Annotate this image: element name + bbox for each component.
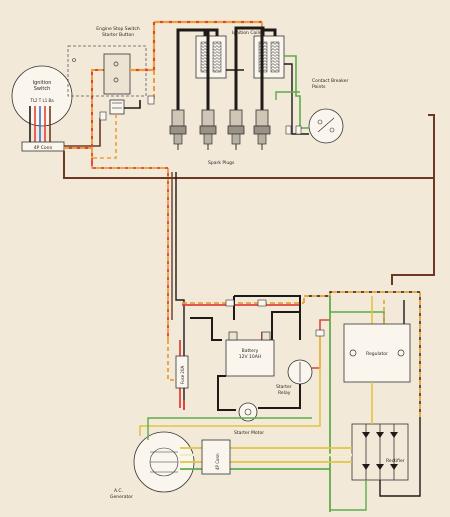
- ac-generator: A.C. Generator: [110, 431, 195, 500]
- connector-4p-top: 4P Conn: [21, 141, 65, 152]
- ignition-switch-terminals: TL2 T L1 Ba: [29, 98, 54, 103]
- ac-generator-label-2: Generator: [110, 494, 133, 500]
- engine-stop-switch-label-2: Starter Button: [102, 32, 134, 38]
- rectifier-label: Rectifier: [386, 458, 405, 464]
- battery-label-1: Battery: [242, 348, 259, 354]
- regulator: Regulator: [343, 323, 411, 383]
- battery-label-2: 12V 10AH: [239, 354, 261, 360]
- ac-generator-label-1: A.C.: [114, 488, 123, 494]
- ignition-switch: Ignition Switch TL2 T L1 Ba: [11, 65, 73, 142]
- engine-stop-switch-label-1: Engine Stop Switch: [96, 26, 140, 32]
- spark-plug-leads: [176, 26, 277, 110]
- battery: Battery 12V 10AH: [225, 331, 275, 377]
- starter-relay-label-2: Relay: [278, 390, 291, 396]
- generator-wires: [139, 330, 421, 511]
- fuse-label: Fuse 20A: [180, 365, 185, 384]
- starter-motor: Starter Motor: [234, 402, 264, 436]
- connector-4p-top-label: 4P Conn: [34, 145, 53, 151]
- switch-box-wires: [91, 20, 263, 166]
- starter-relay-label-1: Starter: [276, 384, 292, 390]
- contact-breaker-label-1: Contact Breaker: [312, 78, 349, 84]
- connector-4p-bottom: 4P Conn: [201, 439, 231, 475]
- fuse: Fuse 20A: [175, 355, 189, 389]
- ignition-switch-label-2: Switch: [34, 86, 51, 92]
- breaker-wires: [275, 55, 309, 135]
- ignition-coils-label: Ignition Coils: [232, 30, 262, 36]
- spark-plugs-label: Spark Plugs: [208, 160, 235, 166]
- contact-breaker-points: Contact Breaker Points: [308, 78, 349, 144]
- inline-connectors: [99, 95, 325, 337]
- starter-relay: Starter Relay: [276, 359, 313, 396]
- spark-plugs: Spark Plugs: [169, 109, 271, 166]
- starter-motor-label: Starter Motor: [234, 430, 264, 436]
- rectifier: Rectifier: [351, 423, 409, 481]
- regulator-wiring: [329, 296, 405, 512]
- ignition-switch-label-1: Ignition: [33, 80, 52, 86]
- contact-breaker-label-2: Points: [312, 84, 326, 90]
- regulator-label: Regulator: [366, 351, 388, 357]
- connector-4p-bottom-label: 4P Conn: [215, 453, 220, 470]
